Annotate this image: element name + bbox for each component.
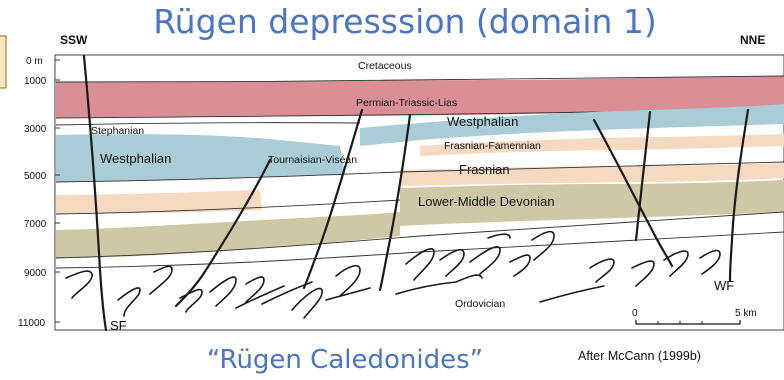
unit-permian-triassic-lias: Permian-Triassic-Lias	[356, 97, 457, 109]
depth-tick-11000: 11000	[18, 318, 46, 329]
direction-ssw: SSW	[60, 33, 88, 47]
unit-tournaisian-visean: Tournaisian-Viséan	[268, 154, 357, 166]
diagram-subtitle: “Rügen Caledonides”	[207, 345, 483, 375]
depth-axis: 0 m 1000 3000 5000 7000 9000 11000	[18, 56, 60, 329]
fault-label-wf: WF	[714, 278, 734, 293]
depth-tick-7000: 7000	[24, 219, 47, 230]
scale-bar-end: 5 km	[735, 308, 757, 319]
unit-frasnian-famennian: Frasnian-Famennian	[444, 140, 541, 152]
depth-tick-1000: 1000	[24, 76, 47, 87]
depth-tick-3000: 3000	[24, 124, 47, 135]
legend-box-fragment	[0, 36, 6, 88]
unit-westphalian-left: Westphalian	[100, 151, 171, 166]
unit-ordovician: Ordovician	[455, 298, 505, 310]
unit-westphalian-right: Westphalian	[447, 114, 518, 129]
credit-label: After McCann (1999b)	[578, 349, 701, 363]
unit-cretaceous: Cretaceous	[358, 60, 412, 72]
diagram-title: Rügen depresssion (domain 1)	[153, 2, 657, 41]
unit-lower-middle-devonian: Lower-Middle Devonian	[418, 194, 555, 209]
scale-bar-start: 0	[632, 308, 638, 319]
unit-frasnian: Frasnian	[459, 162, 510, 177]
depth-tick-0: 0 m	[26, 56, 43, 67]
depth-tick-5000: 5000	[24, 171, 47, 182]
unit-stephanian: Stephanian	[91, 125, 144, 137]
direction-nne: NNE	[740, 33, 765, 47]
depth-tick-9000: 9000	[24, 268, 47, 279]
fault-label-sf: SF	[110, 318, 127, 333]
